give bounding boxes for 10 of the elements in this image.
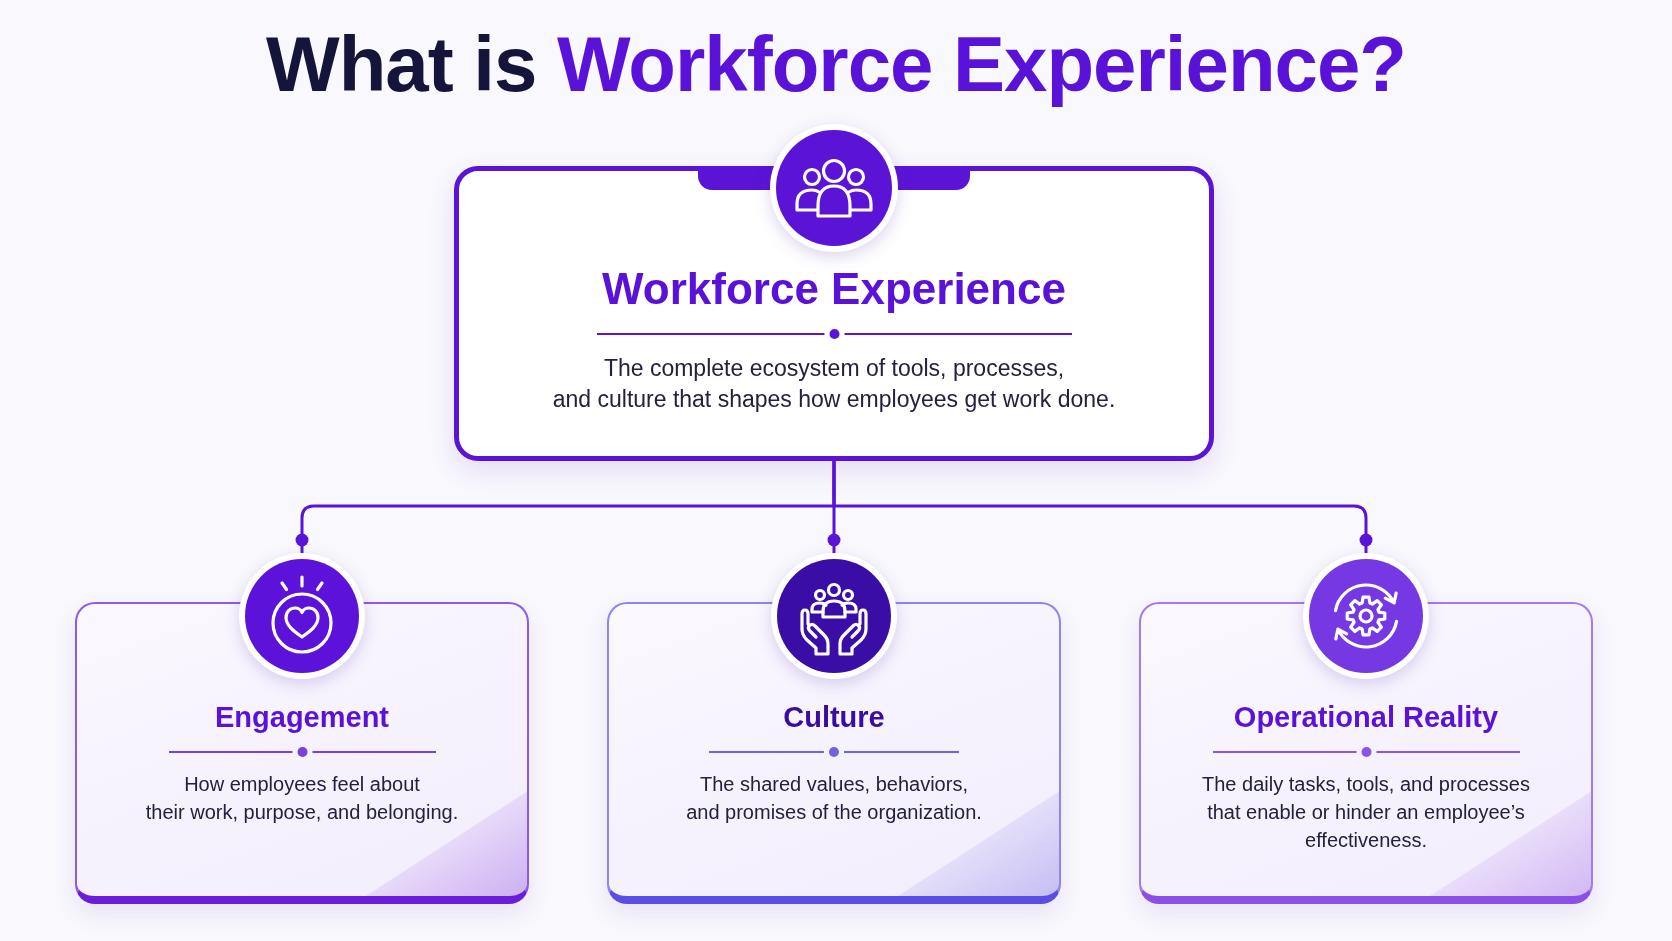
- connector-line: [832, 461, 1373, 553]
- card-title: Workforce Experience: [602, 263, 1066, 315]
- card-title: Operational Reality: [1233, 700, 1499, 735]
- diagram-title: What is Workforce Experience?: [266, 20, 1406, 108]
- card-description: The shared values, behaviors, and promises of the organization.: [686, 772, 982, 825]
- card-description: The daily tasks, tools, and processes that enable or hinder an employee’s effectiveness.: [1202, 772, 1530, 853]
- card-title: Engagement: [215, 700, 389, 735]
- card-description: The complete ecosystem of tools, processes, and culture that shapes how employees get work done.: [552, 354, 1116, 414]
- card-description: How employees feel about their work, purpose, and belonging.: [145, 772, 459, 825]
- card-title: Culture: [783, 700, 885, 735]
